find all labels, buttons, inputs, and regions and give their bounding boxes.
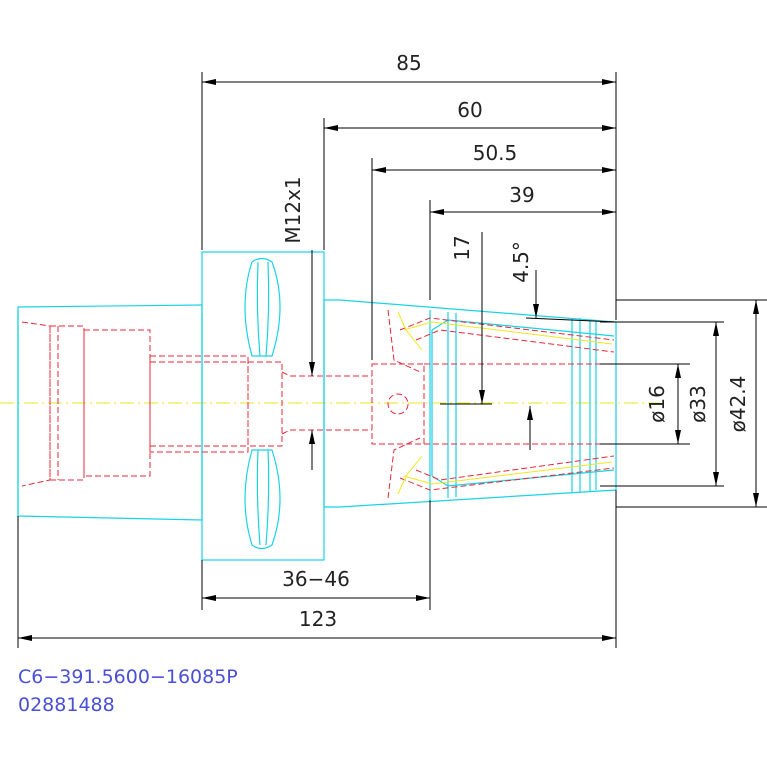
part-number: C6−391.5600−16085P (18, 666, 238, 688)
dim-dia33: ø33 (686, 385, 710, 423)
item-code: 02881488 (18, 694, 115, 716)
dimension-lines (17, 72, 767, 648)
dim-123: 123 (299, 607, 337, 631)
dim-17: 17 (450, 235, 474, 260)
collet-lines (397, 311, 613, 495)
hidden-lines (21, 309, 615, 499)
tool-body-outline (17, 251, 617, 561)
dim-85: 85 (396, 51, 421, 75)
dim-36-46: 36−46 (282, 567, 350, 591)
dim-angle: 4.5° (509, 241, 533, 283)
dim-50-5: 50.5 (473, 141, 518, 165)
dim-60: 60 (457, 98, 482, 122)
dim-dia42-4: ø42.4 (726, 376, 750, 433)
dim-thread: M12x1 (281, 176, 305, 243)
dim-39: 39 (509, 183, 534, 207)
dim-dia16: ø16 (645, 385, 669, 423)
